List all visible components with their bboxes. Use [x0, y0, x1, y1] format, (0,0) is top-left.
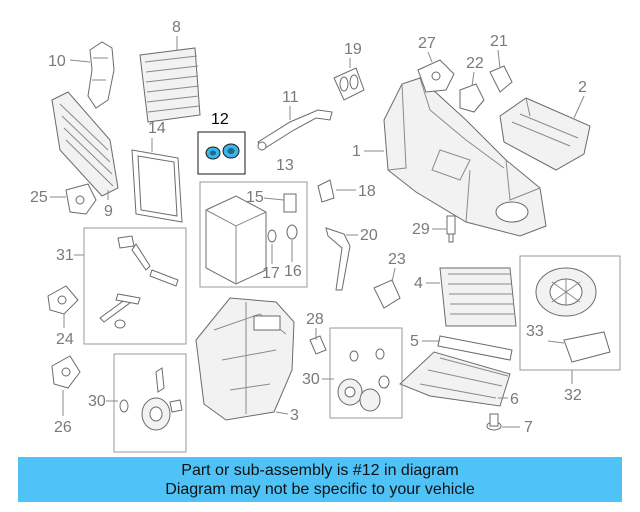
part-33-control-module [563, 331, 611, 363]
part-27-actuator [417, 59, 455, 93]
part-15-sensor [283, 193, 297, 213]
part-13-expansion-valve [205, 195, 267, 285]
part-2-distribution-housing [499, 97, 591, 171]
part-31-linkage-set [99, 235, 179, 329]
part-24-actuator [47, 285, 79, 315]
callout-13: 13 [276, 157, 294, 174]
callout-16: 16 [284, 263, 302, 280]
part-7-grommet [486, 413, 502, 431]
part-30-box-right [329, 327, 403, 419]
callout-26: 26 [54, 419, 72, 436]
callout-15: 15 [246, 189, 264, 206]
part-32-box [519, 255, 621, 371]
part-26-actuator [51, 355, 81, 389]
callout-18: 18 [358, 183, 376, 200]
callout-8: 8 [172, 19, 181, 36]
callout-20: 20 [360, 227, 378, 244]
callout-1: 1 [352, 143, 361, 160]
part-18-clip [317, 179, 335, 203]
part-11-pipe [257, 109, 333, 151]
part-14-filter-frame [131, 149, 183, 223]
part-12-box [197, 131, 246, 175]
part-21-actuator [489, 65, 513, 93]
callout-23: 23 [388, 251, 406, 268]
part-29-sensor [446, 215, 456, 243]
callout-28: 28 [306, 311, 324, 328]
part-12-highlighted [205, 143, 240, 160]
callout-17: 17 [262, 265, 280, 282]
callout-19: 19 [344, 41, 362, 58]
banner-line-1: Part or sub-assembly is #12 in diagram [181, 462, 459, 479]
part-32-blower-motor [535, 267, 597, 317]
callout-11: 11 [282, 89, 299, 106]
callout-22: 22 [466, 55, 484, 72]
callout-10: 10 [48, 53, 66, 70]
part-17-oring [267, 229, 277, 243]
part-5-seal [437, 335, 513, 361]
part-22-actuator [459, 83, 485, 113]
part-28-clip [309, 335, 327, 355]
callout-21: 21 [490, 33, 508, 50]
part-23-resistor [373, 279, 401, 309]
info-banner: Part or sub-assembly is #12 in diagram D… [18, 457, 622, 502]
callout-25: 25 [30, 189, 48, 206]
part-10-bracket [87, 41, 115, 109]
part-30-linkage-right [337, 348, 390, 412]
part-31-box [83, 227, 187, 345]
part-9-heater-core [51, 91, 119, 197]
callout-30b: 30 [302, 371, 320, 388]
part-8-evaporator [139, 47, 201, 123]
part-20-drain-hose [325, 227, 351, 291]
callout-7: 7 [524, 419, 533, 436]
callout-6: 6 [510, 391, 519, 408]
callout-4: 4 [414, 275, 423, 292]
part-4-cabin-filter [439, 267, 517, 327]
part-19-gasket [333, 67, 365, 101]
part-16-oring [286, 224, 298, 240]
callout-30a: 30 [88, 393, 106, 410]
part-1-hvac-housing [383, 77, 547, 237]
callout-33: 33 [526, 323, 544, 340]
part-30-box-left [113, 353, 187, 453]
callout-24: 24 [56, 331, 74, 348]
part-6-filter-housing [399, 351, 511, 407]
callout-3: 3 [290, 407, 299, 424]
callout-5: 5 [410, 333, 419, 350]
callout-31: 31 [56, 247, 74, 264]
callout-2: 2 [578, 79, 587, 96]
callout-9: 9 [104, 203, 113, 220]
callout-27: 27 [418, 35, 436, 52]
part-3-lower-housing [195, 297, 295, 421]
callout-14: 14 [148, 120, 166, 137]
part-30-linkage-left [119, 367, 183, 431]
banner-line-2: Diagram may not be specific to your vehi… [165, 481, 475, 498]
parts-diagram: 10 8 9 14 25 12 11 [30, 19, 621, 453]
part-13-box [199, 181, 308, 288]
callout-29: 29 [412, 221, 430, 238]
callout-32: 32 [564, 387, 582, 404]
part-25-sensor [65, 183, 97, 215]
callout-12: 12 [211, 111, 229, 128]
